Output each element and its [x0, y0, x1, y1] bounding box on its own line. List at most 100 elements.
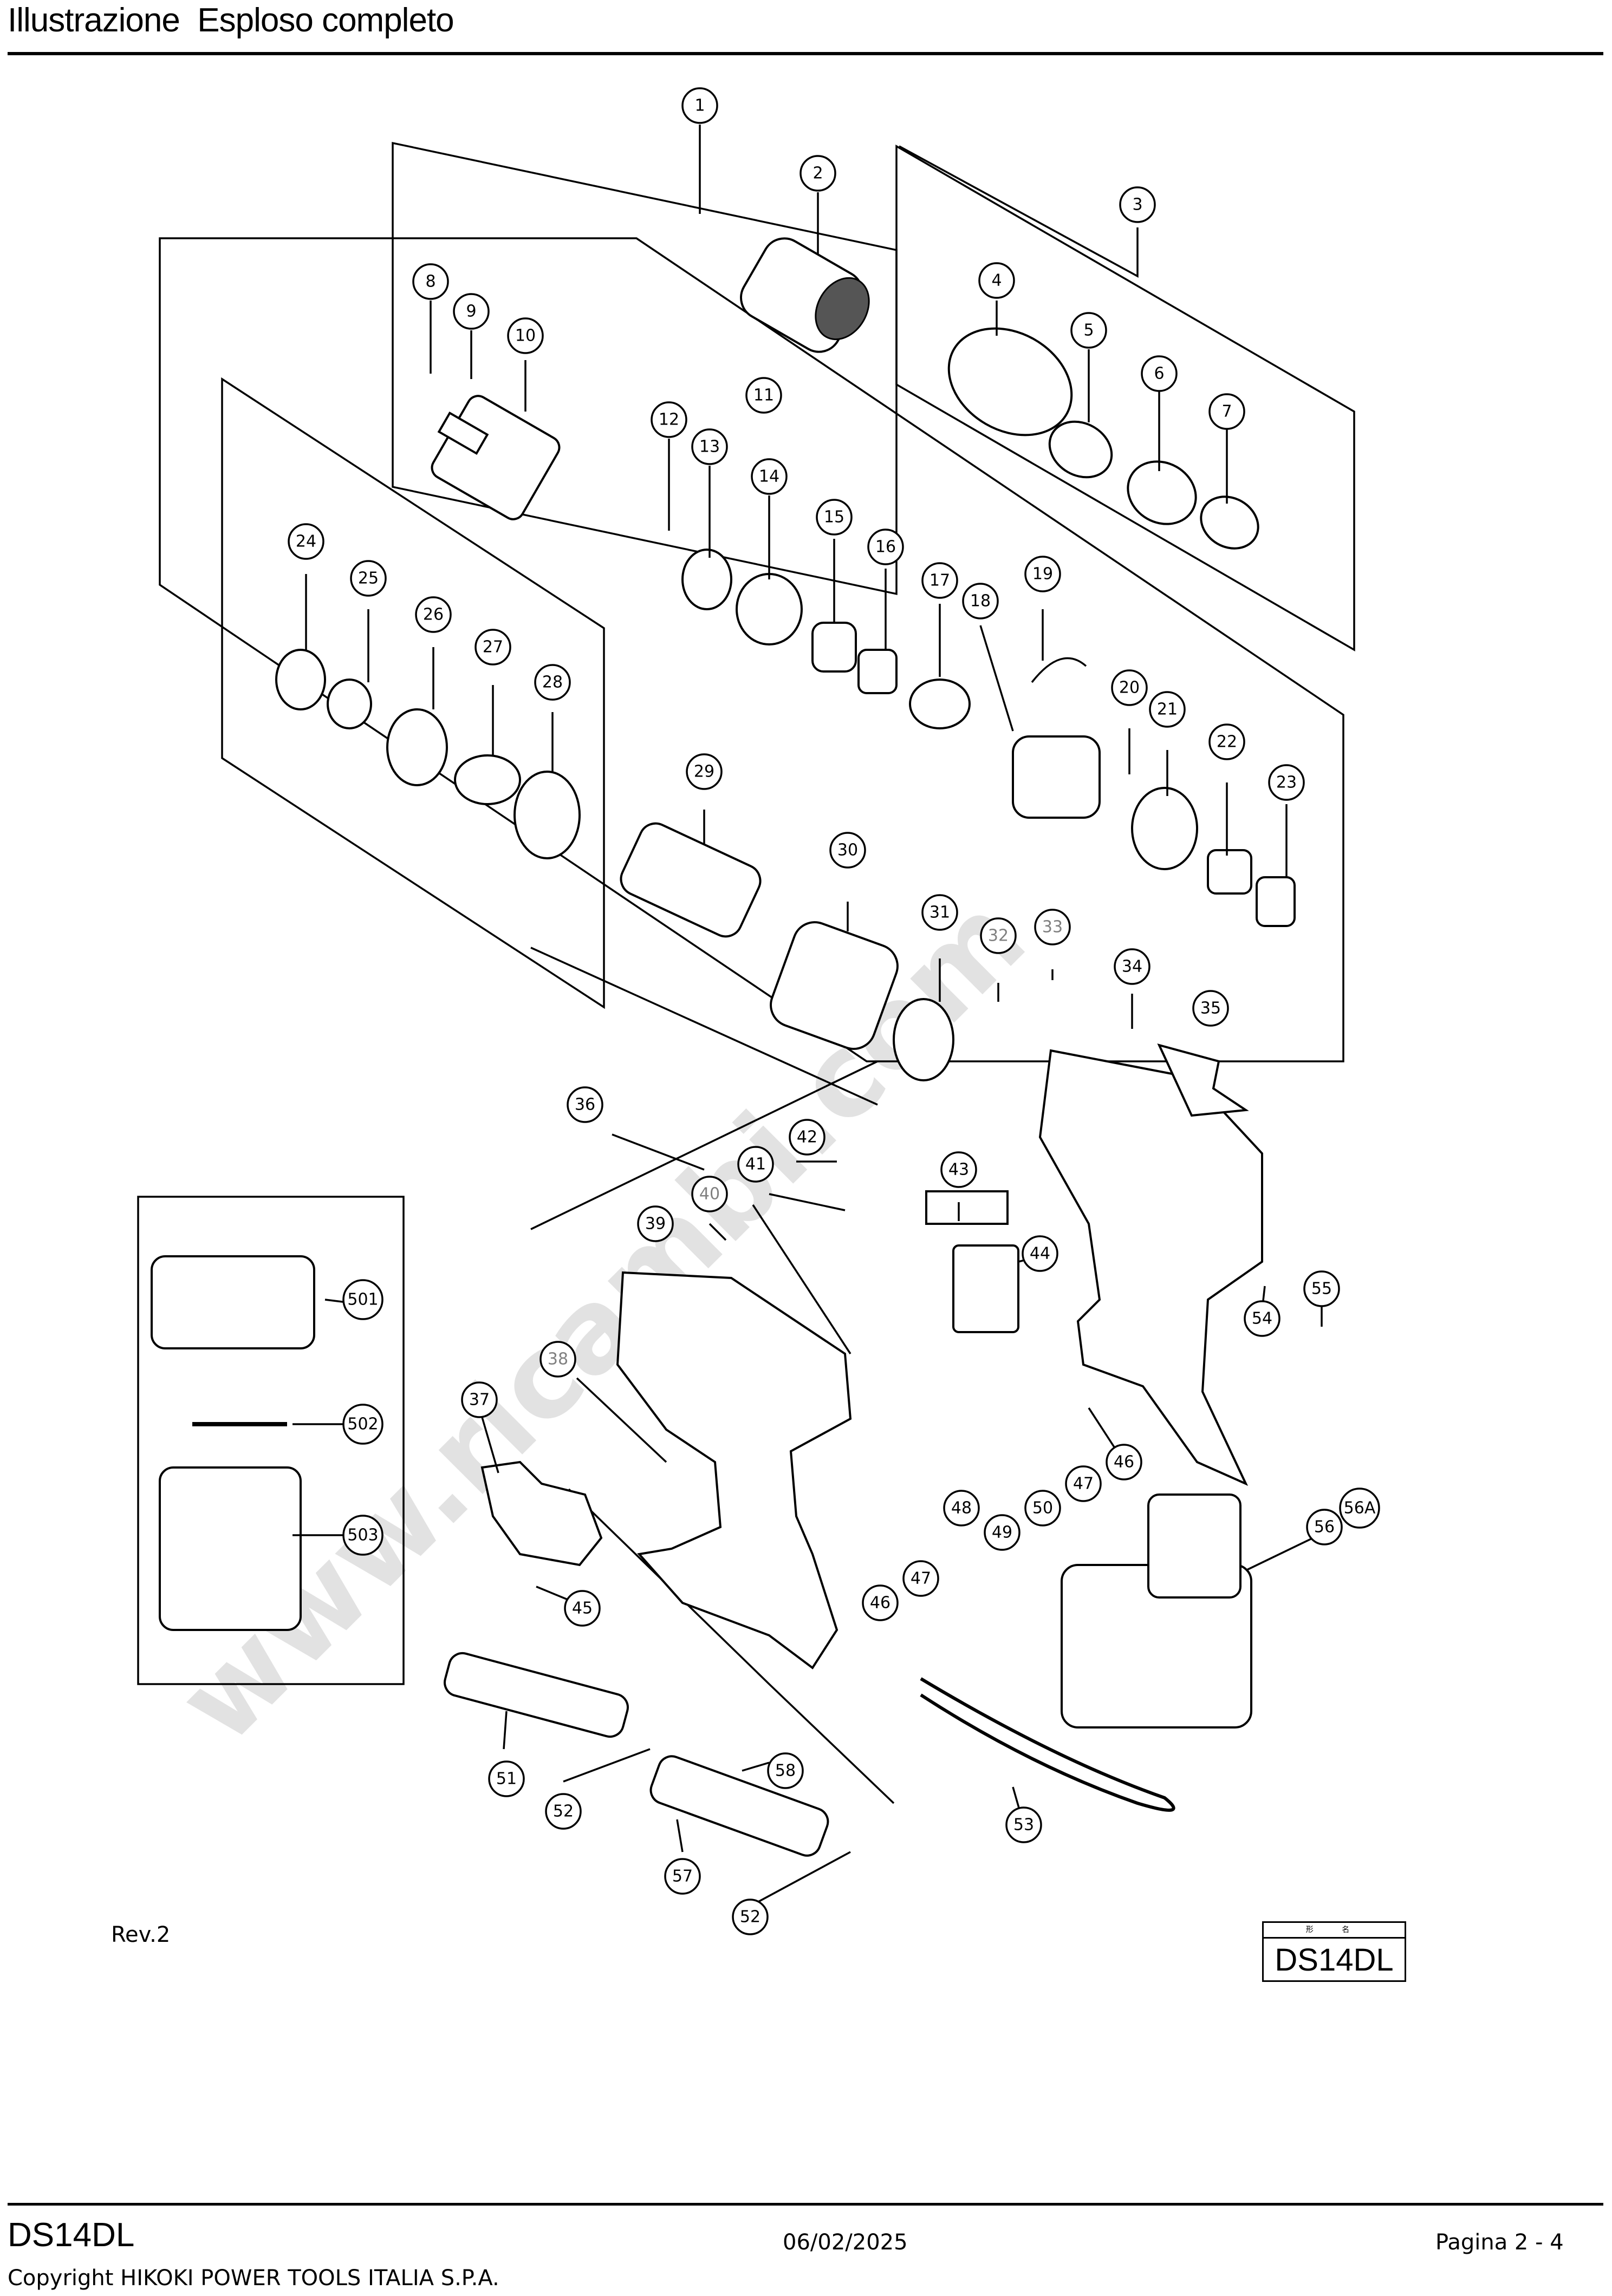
- callout-48: 48: [943, 1490, 980, 1527]
- footer-date: 06/02/2025: [783, 2230, 908, 2255]
- callout-circle: [288, 523, 324, 560]
- battery-pack: [1061, 1493, 1252, 1728]
- callout-54: 54: [1244, 1300, 1280, 1337]
- callout-circle: [681, 87, 718, 124]
- callout-circle: [1022, 1235, 1058, 1272]
- callout-circle: [1005, 1806, 1042, 1843]
- callout-label: 501: [347, 1290, 378, 1309]
- callout-circle: [921, 562, 958, 599]
- callout-34: 34: [1114, 948, 1150, 985]
- brush-holder: [893, 998, 954, 1081]
- callout-label: 57: [672, 1867, 693, 1886]
- clutch-ring: [947, 327, 1073, 436]
- header-divider: [8, 52, 1603, 55]
- leader-lines: [292, 125, 1325, 1907]
- callout-55: 55: [1303, 1270, 1340, 1307]
- callout-46: 46: [1106, 1444, 1142, 1480]
- callout-37: 37: [461, 1381, 498, 1418]
- callout-circle: [1119, 186, 1156, 223]
- callout-35: 35: [1192, 990, 1229, 1027]
- callout-31: 31: [921, 894, 958, 931]
- callout-26: 26: [415, 596, 452, 633]
- callout-circle: [507, 317, 544, 354]
- callout-label: 39: [645, 1215, 666, 1234]
- callout-circle: [745, 377, 782, 414]
- callout-circle: [412, 263, 449, 300]
- callout-circle: [980, 917, 1017, 954]
- callout-circle: [1268, 764, 1305, 801]
- callout-label: 7: [1221, 402, 1232, 421]
- carrier-15: [811, 622, 857, 673]
- ring-gear-14: [736, 573, 803, 645]
- callout-circle: [691, 428, 728, 465]
- callout-circle: [1111, 669, 1148, 706]
- callout-circle: [453, 293, 490, 330]
- callout-circle: [816, 499, 853, 536]
- callout-43: 43: [940, 1151, 977, 1188]
- callout-circle: [342, 1515, 384, 1556]
- callout-label: 502: [347, 1415, 378, 1434]
- callout-label: 30: [837, 841, 858, 860]
- callout-circle: [789, 1119, 826, 1156]
- carrier-22: [1207, 849, 1252, 895]
- keyless-chuck: [740, 237, 870, 353]
- callout-39: 39: [637, 1205, 674, 1242]
- callout-501: 501: [342, 1279, 384, 1320]
- callout-circle: [342, 1404, 384, 1445]
- callout-label: 27: [483, 638, 503, 657]
- callout-circle: [545, 1793, 582, 1830]
- callout-label: 47: [911, 1569, 931, 1588]
- callout-label: 29: [694, 762, 714, 781]
- callout-46: 46: [862, 1584, 899, 1621]
- callout-circle: [1339, 1488, 1380, 1529]
- callout-label: 34: [1122, 957, 1142, 976]
- callout-circle: [488, 1760, 525, 1797]
- callout-9: 9: [453, 293, 490, 330]
- battery-label: [1157, 1043, 1249, 1117]
- callout-circle: [1192, 990, 1229, 1027]
- callout-circle: [664, 1858, 701, 1895]
- callout-circle: [1070, 312, 1107, 349]
- callout-23: 23: [1268, 764, 1305, 801]
- callout-label: 37: [469, 1391, 490, 1410]
- callout-circle: [800, 155, 836, 192]
- callout-32: 32: [980, 917, 1017, 954]
- callout-circle: [350, 560, 387, 597]
- gears-23: [1256, 876, 1296, 927]
- callout-label: 42: [797, 1128, 817, 1147]
- callout-label: 44: [1030, 1244, 1050, 1263]
- callout-label: 11: [753, 386, 774, 405]
- callout-24: 24: [288, 523, 324, 560]
- callout-circle: [474, 629, 511, 666]
- callout-circle: [540, 1341, 576, 1378]
- callout-label: 10: [515, 327, 536, 345]
- gear-case-18: [1012, 735, 1101, 819]
- callout-circle: [902, 1560, 939, 1597]
- callout-33: 33: [1034, 909, 1071, 945]
- switch-cover: [925, 1190, 1009, 1225]
- nut: [1048, 420, 1113, 479]
- callout-53: 53: [1005, 1806, 1042, 1843]
- callout-circle: [984, 1514, 1020, 1551]
- callout-12: 12: [651, 401, 687, 438]
- revision-label: Rev.2: [111, 1922, 171, 1947]
- callout-circle: [921, 894, 958, 931]
- callout-circle: [862, 1584, 899, 1621]
- callout-circle: [637, 1205, 674, 1242]
- callout-label: 12: [659, 410, 679, 429]
- callout-circle: [1024, 556, 1061, 592]
- callout-label: 55: [1311, 1280, 1332, 1299]
- hook-57: [649, 1755, 829, 1857]
- callout-circle: [1149, 691, 1186, 728]
- gears-16: [857, 649, 898, 694]
- footer-page-number: Pagina 2 - 4: [1435, 2230, 1564, 2255]
- callout-circle: [686, 753, 723, 790]
- callout-7: 7: [1208, 393, 1245, 430]
- callout-circle: [751, 458, 788, 495]
- callout-label: 33: [1042, 918, 1063, 937]
- callout-label: 15: [824, 508, 844, 527]
- callout-label: 25: [358, 569, 379, 588]
- callout-label: 46: [1114, 1453, 1134, 1472]
- callout-circle: [1208, 393, 1245, 430]
